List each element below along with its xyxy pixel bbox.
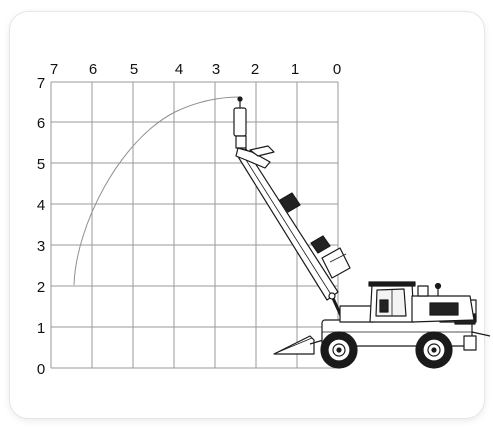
- loader-machine: [233, 96, 491, 369]
- y-tick-label: 3: [37, 238, 45, 255]
- x-axis-ticks: 7 6 5 4 3 2 1 0: [50, 61, 341, 78]
- grid: [50, 81, 339, 369]
- x-tick-label: 7: [50, 61, 58, 78]
- x-tick-label: 3: [212, 61, 220, 78]
- x-tick-label: 5: [130, 61, 138, 78]
- operator-cab: [368, 281, 416, 323]
- x-tick-label: 1: [291, 61, 299, 78]
- boom-head-attachment: [233, 96, 275, 169]
- x-tick-label: 2: [251, 61, 259, 78]
- y-tick-label: 4: [37, 197, 45, 214]
- diagram-card: [10, 12, 484, 418]
- y-tick-label: 2: [37, 279, 45, 296]
- telescopic-boom: [236, 148, 351, 301]
- x-tick-label: 6: [89, 61, 97, 78]
- y-tick-label: 5: [37, 156, 45, 173]
- x-tick-label: 4: [175, 61, 183, 78]
- y-tick-label: 7: [37, 75, 45, 92]
- front-wheel: [320, 331, 358, 369]
- y-tick-label: 1: [37, 320, 45, 337]
- y-tick-label: 0: [37, 361, 45, 378]
- y-tick-label: 6: [37, 115, 45, 132]
- engine-hood: [411, 282, 475, 323]
- x-tick-label: 0: [333, 61, 341, 78]
- y-axis-ticks: 0 1 2 3 4 5 6 7: [37, 75, 45, 378]
- rear-wheel: [415, 331, 453, 369]
- rear-hitch: [463, 331, 491, 351]
- front-blade: [273, 335, 331, 355]
- reach-arc: [73, 96, 241, 286]
